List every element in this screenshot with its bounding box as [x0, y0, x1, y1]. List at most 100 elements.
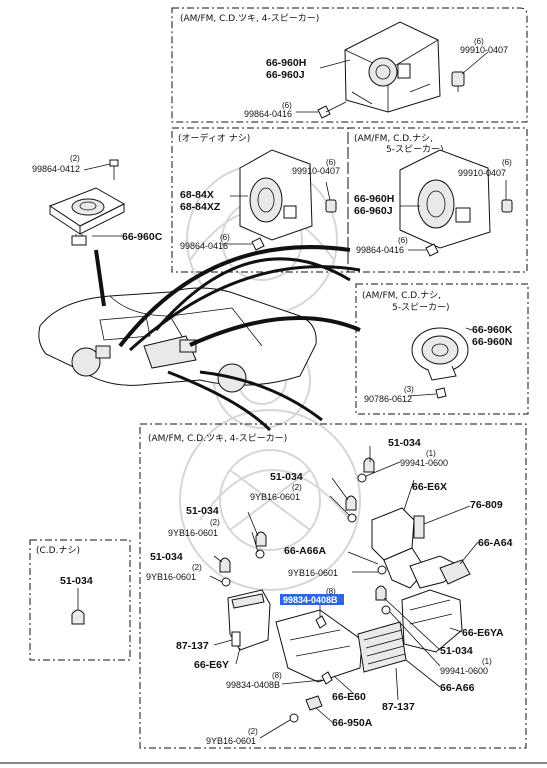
box-top-header: (AM/FM, C.D.ツキ, 4-スピーカー)	[180, 13, 319, 24]
grommet-51-034-d	[219, 557, 231, 573]
box-side-right-header: (AM/FM, C.D.ナシ,	[362, 290, 441, 301]
label-99864-0416-top: 99864-0416	[244, 109, 292, 119]
nut-99941-0600-a	[357, 473, 367, 483]
duct-66-E6X	[371, 507, 461, 589]
grommet-51-034-a	[363, 457, 375, 473]
label-66-E6YA: 66-E6YA	[462, 627, 504, 639]
label-68-84X: 68-84X	[180, 189, 214, 201]
label-9YB16-0601-a: 9YB16-0601	[250, 492, 300, 502]
label-99910-0407-top: 99910-0407	[460, 45, 508, 55]
label-9YB16-0601-e: 9YB16-0601	[206, 736, 256, 746]
qty-99941-0600-a: (1)	[426, 449, 436, 458]
speaker-bracket-mid-right	[399, 149, 491, 249]
speaker-bracket-mid-left	[239, 149, 313, 241]
grommet-small-left	[71, 609, 85, 625]
qty-left-screw: (2)	[70, 154, 80, 163]
label-99910-0407-mid-left: 99910-0407	[292, 166, 340, 176]
label-66-960H-mid-right: 66-960H	[354, 193, 394, 205]
label-66-E60: 66-E60	[332, 691, 366, 703]
qty-mid-left-screw: (6)	[220, 233, 230, 242]
pad-87-137-left	[231, 631, 241, 647]
bottom-leader-lines	[209, 446, 479, 739]
qty-top-screw: (6)	[282, 101, 292, 110]
label-51-034-c: 51-034	[186, 505, 219, 517]
label-9YB16-0601-b: 9YB16-0601	[168, 528, 218, 538]
label-99834-0408B-b: 99834-0408B	[226, 680, 280, 690]
qty-99834-0408B-a: (8)	[326, 587, 336, 596]
label-51-034-small: 51-034	[60, 575, 93, 587]
nut-9YB16-0601-b	[255, 549, 265, 559]
box-bottom-header: (AM/FM, C.D.ツキ, 4-スピーカー)	[148, 433, 287, 444]
qty-9YB16-0601-a: (2)	[292, 483, 302, 492]
speaker-66-960K	[411, 327, 469, 381]
label-66-960K: 66-960K	[472, 324, 513, 336]
label-66-960N: 66-960N	[472, 336, 512, 348]
car-illustration	[38, 287, 317, 393]
nut-9YB16-0601-c	[221, 577, 231, 587]
label-68-84XZ: 68-84XZ	[180, 201, 221, 213]
label-9YB16-0601-d: 9YB16-0601	[288, 568, 338, 578]
qty-99834-0408B-b: (8)	[272, 671, 282, 680]
qty-9YB16-0601-c: (2)	[192, 563, 202, 572]
label-99864-0412: 99864-0412	[32, 164, 80, 174]
qty-side-right-screw: (3)	[404, 385, 414, 394]
label-51-034-a: 51-034	[388, 437, 421, 449]
qty-mid-right-screw: (6)	[398, 236, 408, 245]
label-66-960H-top: 66-960H	[266, 57, 306, 69]
qty-top-clip: (6)	[474, 37, 484, 46]
duct-66-A64	[439, 559, 471, 585]
box-bottom: (AM/FM, C.D.ツキ, 4-スピーカー)	[139, 423, 527, 749]
label-99941-0600-b: 99941-0600	[440, 666, 488, 676]
label-66-E6Y: 66-E6Y	[194, 659, 229, 671]
screw-top	[317, 101, 347, 119]
speaker-unit-top	[344, 21, 441, 113]
grommet-51-034-e	[375, 585, 387, 601]
box-mid-right-header: (AM/FM, C.D.ナシ,	[354, 133, 433, 144]
duct-66-E6YA	[401, 589, 463, 653]
box-mid-left-header: (オーディオ ナシ)	[178, 132, 250, 144]
nut-9YB16-0601-e	[289, 713, 299, 723]
speaker-66-960C	[48, 187, 126, 246]
clip-fastener-mid-left	[325, 199, 337, 213]
label-51-034-e: 51-034	[440, 645, 473, 657]
label-66-A66: 66-A66	[440, 682, 475, 694]
label-66-950A: 66-950A	[332, 717, 373, 729]
label-51-034-d: 51-034	[150, 551, 183, 563]
leader-swooshes	[94, 245, 361, 432]
nut-9YB16-0601-d	[377, 565, 387, 575]
box-top: (AM/FM, C.D.ツキ, 4-スピーカー) 66-960H 66-960J…	[171, 7, 528, 123]
label-51-034-b: 51-034	[270, 471, 303, 483]
label-76-809: 76-809	[470, 499, 503, 511]
qty-9YB16-0601-e: (2)	[248, 727, 258, 736]
bracket-66-950A	[305, 695, 323, 711]
nut-99941-0600-b	[381, 605, 391, 615]
box-mid-right: (AM/FM, C.D.ナシ, 5-スピーカー) (6) 99910-0407 …	[347, 127, 528, 273]
screw-66-960C	[109, 159, 119, 180]
label-9YB16-0601-c: 9YB16-0601	[146, 572, 196, 582]
label-66-A66A: 66-A66A	[284, 545, 326, 557]
box-side-right-header2: 5-スピーカー)	[392, 302, 450, 313]
label-99941-0600-a: 99941-0600	[400, 458, 448, 468]
label-99864-0416-mid-right: 99864-0416	[356, 245, 404, 255]
screw-99834-0408B-b	[321, 671, 333, 685]
box-small-left: (C.D.ナシ) 51-034	[29, 539, 131, 661]
label-99834-0408B-highlighted[interactable]: 99834-0408B	[283, 595, 338, 605]
grille-87-137	[357, 621, 407, 673]
label-99864-0416-mid-left: 99864-0416	[180, 241, 228, 251]
box-side-right: (AM/FM, C.D.ナシ, 5-スピーカー) 66-960K 66-960N…	[355, 283, 529, 415]
highlight-99834-0408B	[280, 594, 344, 605]
label-66-960J-top: 66-960J	[266, 69, 305, 81]
qty-9YB16-0601-b: (2)	[210, 518, 220, 527]
label-66-960J-mid-right: 66-960J	[354, 205, 393, 217]
grommet-51-034-b	[345, 495, 357, 511]
box-mid-left: (オーディオ ナシ) (6) 99910-0407 68-84X 68-84XZ…	[171, 127, 349, 273]
qty-mid-left-clip: (6)	[326, 158, 336, 167]
qty-99941-0600-b: (1)	[482, 657, 492, 666]
label-87-137-left: 87-137	[176, 640, 209, 652]
label-99910-0407-mid-right: 99910-0407	[458, 168, 506, 178]
screw-mid-right	[425, 243, 439, 257]
screw-mid-left	[251, 237, 265, 251]
label-66-E6X: 66-E6X	[412, 481, 447, 493]
box-small-left-header: (C.D.ナシ)	[36, 545, 80, 556]
